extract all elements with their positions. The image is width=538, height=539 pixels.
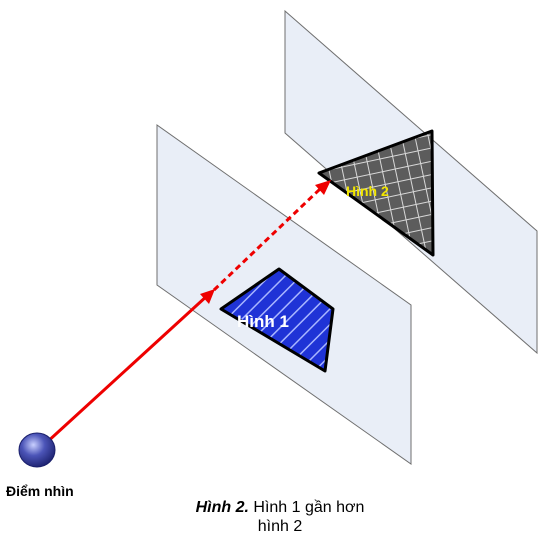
sight-ray-dashed — [212, 187, 322, 292]
shape-1-trapezoid — [219, 267, 335, 373]
caption-line-2: hình 2 — [257, 518, 303, 535]
viewpoint-eye — [18, 432, 56, 468]
sight-ray-arrowhead-1 — [200, 289, 215, 304]
shape-1-label: Hình 1 — [237, 312, 289, 331]
caption-figure-number: Hình 2. — [195, 499, 249, 516]
caption-text-1: Hình 1 gần hơn — [248, 499, 365, 516]
shape-2-triangle — [317, 129, 435, 257]
figure-caption: Hình 2. Hình 1 gần hơn hình 2 — [170, 498, 390, 536]
viewpoint-label: Điểm nhìn — [6, 483, 74, 499]
shape-2-label: Hình 2 — [346, 183, 389, 199]
sight-ray-arrowhead-2 — [315, 180, 331, 195]
sight-ray-solid — [43, 293, 210, 446]
caption-line-1: Hình 2. Hình 1 gần hơn — [170, 498, 390, 517]
